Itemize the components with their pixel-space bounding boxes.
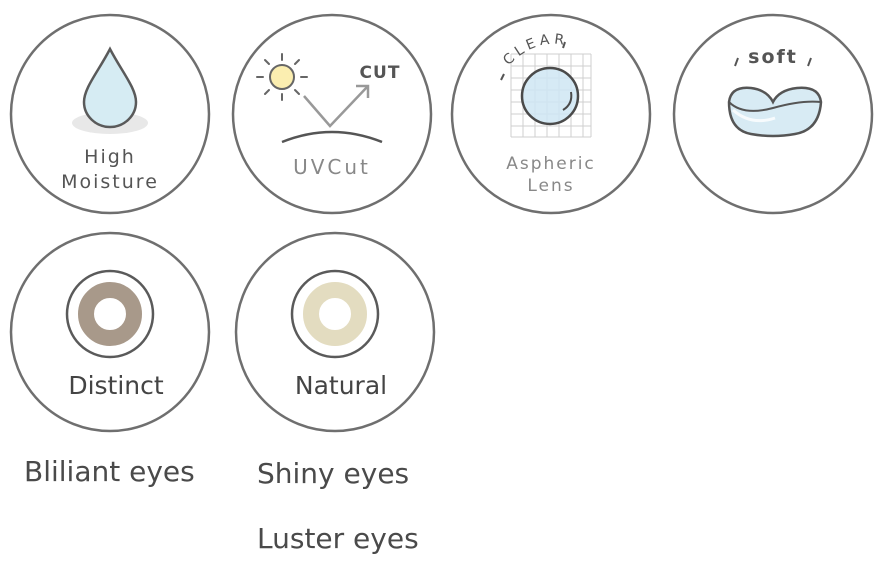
caption-brilliant-eyes: Bliliant eyes bbox=[24, 455, 195, 488]
cut-label: CUT bbox=[360, 63, 401, 83]
soft-badge: soft bbox=[672, 13, 874, 215]
aspheric-lens-badge: CLEAR Aspheric Lens bbox=[450, 13, 652, 215]
distinct-lens-icon: Distinct bbox=[9, 231, 211, 433]
natural-badge: Natural bbox=[234, 231, 436, 433]
lens-grid-icon: CLEAR Aspheric Lens bbox=[450, 13, 652, 215]
distinct-label: Distinct bbox=[68, 371, 164, 400]
high-moisture-badge: High Moisture bbox=[9, 13, 211, 215]
uvcut-badge: CUT UVCut bbox=[231, 13, 433, 215]
high-moisture-line2: Moisture bbox=[61, 171, 159, 193]
sun-arrow-icon: CUT UVCut bbox=[231, 13, 433, 215]
uvcut-label: UVCut bbox=[293, 155, 371, 179]
natural-label: Natural bbox=[295, 371, 387, 400]
water-drop-icon: High Moisture bbox=[9, 13, 211, 215]
soft-label: soft bbox=[748, 46, 798, 68]
soft-lens-icon: soft bbox=[672, 13, 874, 215]
natural-lens-icon: Natural bbox=[234, 231, 436, 433]
aspheric-line1: Aspheric bbox=[506, 154, 596, 174]
high-moisture-line1: High bbox=[84, 146, 136, 168]
distinct-badge: Distinct bbox=[9, 231, 211, 433]
caption-shiny-eyes: Shiny eyes bbox=[257, 457, 410, 490]
aspheric-line2: Lens bbox=[527, 176, 574, 196]
caption-luster-eyes: Luster eyes bbox=[257, 522, 419, 555]
